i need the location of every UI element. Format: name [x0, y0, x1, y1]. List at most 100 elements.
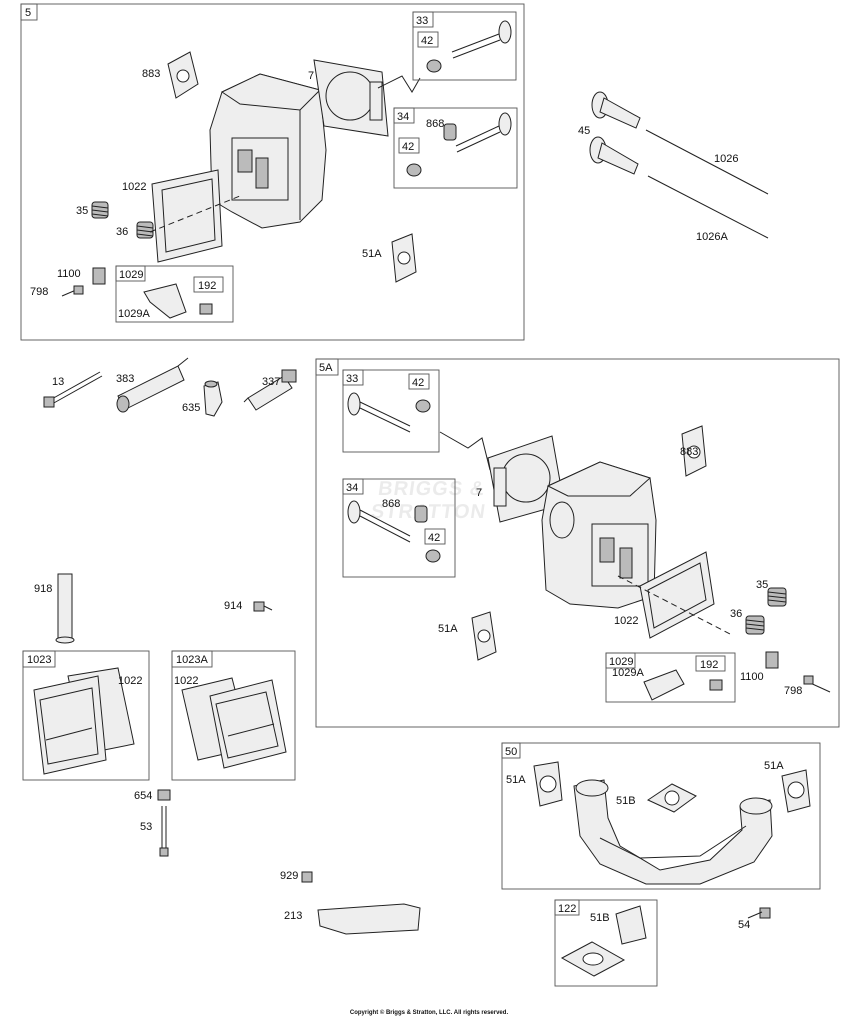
gasket-883-mid[interactable] — [681, 425, 707, 477]
rocker-arm-1029a-mid[interactable] — [643, 669, 685, 701]
group-42-tag-d: 42 — [428, 532, 440, 544]
label-7-mid: 7 — [476, 487, 482, 499]
label-51a-manifold-right: 51A — [764, 760, 784, 772]
label-7: 7 — [308, 70, 314, 82]
stud-53[interactable] — [159, 806, 169, 857]
misc-ignition-parts — [43, 357, 297, 417]
label-883: 883 — [142, 68, 160, 80]
label-54: 54 — [738, 919, 750, 931]
group-1023-tag: 1023 — [27, 654, 51, 666]
valve-cover-gasket-1022-mid[interactable] — [639, 551, 715, 639]
valve-cover-1023a[interactable] — [209, 679, 287, 769]
head-gasket-7[interactable] — [313, 59, 389, 137]
rocker-stud-1100-a[interactable] — [92, 267, 106, 285]
label-1026a: 1026A — [696, 231, 728, 243]
nut-192-mid[interactable] — [709, 679, 723, 691]
valve-seal-42-c[interactable] — [415, 399, 431, 413]
label-1029a: 1029A — [118, 308, 150, 320]
gasket-51b-122[interactable] — [615, 905, 647, 945]
valve-seal-42-b[interactable] — [406, 163, 422, 177]
label-1029a-mid: 1029A — [612, 667, 644, 679]
valve-seal-42-d[interactable] — [425, 549, 441, 563]
label-1100-mid: 1100 — [740, 671, 764, 683]
gasket-51a-left[interactable] — [533, 761, 563, 807]
exhaust-manifold-50[interactable] — [573, 779, 773, 885]
label-929: 929 — [280, 870, 298, 882]
group-5-frame — [20, 3, 525, 341]
bolt-13[interactable] — [43, 371, 103, 408]
nut-192-top[interactable] — [199, 303, 213, 315]
gasket-51b[interactable] — [646, 783, 697, 813]
label-1022: 1022 — [122, 181, 146, 193]
gasket-883[interactable] — [167, 51, 199, 99]
label-36: 36 — [116, 226, 128, 238]
valve-spring-35-mid[interactable] — [767, 587, 787, 607]
cylinder-head-5[interactable] — [209, 73, 327, 229]
bracket-213[interactable] — [317, 903, 421, 935]
valve-spring-36-mid[interactable] — [745, 615, 765, 635]
group-33-frame-mid — [342, 369, 440, 453]
valve-seal-42-a[interactable] — [426, 59, 442, 73]
heat-shield-122[interactable] — [560, 941, 626, 977]
valve-spring-35[interactable] — [91, 201, 109, 219]
label-798-mid: 798 — [784, 685, 802, 697]
valve-pushrods — [589, 91, 769, 239]
breather-383[interactable] — [116, 357, 189, 413]
group-5-cylinder-head: 5 — [20, 3, 525, 341]
label-883-mid: 883 — [680, 446, 698, 458]
spark-plug-boot-635[interactable] — [203, 380, 223, 417]
group-192-tag-mid: 192 — [700, 659, 718, 671]
group-50-tag: 50 — [505, 746, 517, 758]
pushrod-1026a[interactable] — [647, 175, 769, 239]
valve-cover-1023[interactable] — [33, 675, 107, 775]
group-33-tag-mid: 33 — [346, 373, 358, 385]
rocker-stud-1100-b[interactable] — [765, 651, 779, 669]
group-5a-frame — [315, 358, 840, 728]
group-34-tag-mid: 34 — [346, 482, 358, 494]
group-5a-cylinder-head: 5A 33 42 34 42 — [315, 358, 840, 728]
valve-guide-868-a[interactable] — [443, 123, 457, 141]
exhaust-valve-34[interactable] — [455, 112, 512, 153]
exhaust-valve-34-mid[interactable] — [347, 500, 411, 543]
label-868-mid: 868 — [382, 498, 400, 510]
group-33-tag-top: 33 — [416, 15, 428, 27]
group-34-frame-top — [393, 107, 518, 189]
rocker-arm-1029a-top[interactable] — [143, 283, 187, 319]
label-918: 918 — [34, 583, 52, 595]
screw-798-b[interactable] — [803, 675, 831, 693]
exhaust-gasket-51a-mid[interactable] — [471, 611, 497, 661]
tube-918[interactable] — [55, 573, 75, 644]
label-868: 868 — [426, 118, 444, 130]
screw-798-a[interactable] — [61, 285, 84, 297]
valve-cover-gasket-1022[interactable] — [151, 169, 223, 263]
valve-45-b[interactable] — [589, 136, 639, 175]
label-51a-manifold-left: 51A — [506, 774, 526, 786]
group-1023a-valve-cover: 1023A — [171, 650, 296, 781]
label-53: 53 — [140, 821, 152, 833]
valve-spring-36[interactable] — [136, 221, 154, 239]
label-51a-mid: 51A — [438, 623, 458, 635]
label-654: 654 — [134, 790, 152, 802]
nut-654[interactable] — [157, 789, 171, 801]
group-1023a-tag: 1023A — [176, 654, 208, 666]
group-42-tag-a: 42 — [421, 35, 433, 47]
label-337: 337 — [262, 376, 280, 388]
cylinder-head-5a[interactable] — [541, 461, 657, 609]
label-213: 213 — [284, 910, 302, 922]
label-36-mid: 36 — [730, 608, 742, 620]
intake-valve-33-mid[interactable] — [347, 392, 411, 433]
intake-valve-33[interactable] — [451, 20, 512, 59]
screw-54[interactable] — [747, 907, 771, 919]
group-33-frame-top — [412, 11, 517, 81]
exhaust-gasket-51a-top[interactable] — [391, 233, 417, 283]
group-1029-frame-mid — [605, 652, 736, 703]
gasket-51a-right[interactable] — [781, 769, 811, 813]
screw-914[interactable] — [253, 601, 273, 612]
label-383: 383 — [116, 373, 134, 385]
valve-45[interactable] — [591, 91, 641, 129]
screw-929[interactable] — [301, 871, 313, 883]
spark-plug-337[interactable] — [243, 369, 297, 411]
valve-guide-868-b[interactable] — [414, 505, 428, 523]
pushrod-1026[interactable] — [645, 129, 769, 195]
label-1026: 1026 — [714, 153, 738, 165]
